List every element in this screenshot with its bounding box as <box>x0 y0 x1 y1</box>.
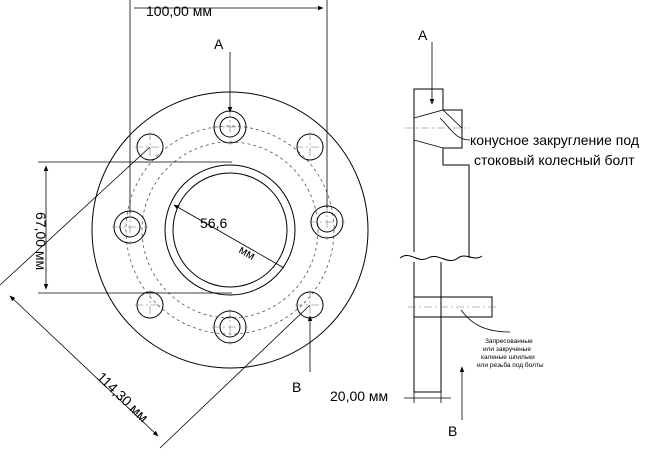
cone-note-leader <box>439 117 471 141</box>
studs-note-line2: или закрученые <box>483 346 531 353</box>
cone-bottom <box>413 139 444 149</box>
side-profile-lower <box>413 262 442 393</box>
studs-note-line1: Запресованные <box>485 338 533 345</box>
section-a-letter: A <box>214 36 224 52</box>
dim-20-label: 20,00 мм <box>330 388 388 404</box>
bolt-hole-top <box>212 109 248 145</box>
bolt-hole-lower-left <box>135 290 165 320</box>
cone-top <box>413 109 463 129</box>
bolt-hole-right <box>309 204 345 240</box>
bore-dim-value: 56,6 <box>200 215 227 231</box>
dim-100-label: 100,00 мм <box>146 3 212 19</box>
side-b-letter: B <box>448 423 457 439</box>
cone-note-line1: конусное закругление под <box>470 132 639 148</box>
dim-114-ext-1 <box>0 146 151 286</box>
bore-dim-line <box>173 204 285 269</box>
pcd-dashed-outer <box>125 125 335 335</box>
dim-114-label: 114,30 мм <box>94 369 152 426</box>
studs-note-line4: или резьба под болты <box>477 361 544 369</box>
hub-bore-outer <box>164 164 296 296</box>
bolt-hole-upper-right <box>295 132 325 162</box>
cone-note-line2: стоковый колесный болт <box>474 152 635 168</box>
studs-note-line3: каленые шпильки <box>481 354 535 361</box>
front-view: 100,00 мм 67,00 мм 114,30 мм 56,6 мм A B <box>0 0 369 449</box>
side-a-letter: A <box>418 27 428 43</box>
side-profile-upper <box>413 88 470 258</box>
pcd-dashed-inner <box>141 141 319 319</box>
dim-67-label: 67,00 мм <box>33 212 49 270</box>
bolt-hole-upper-left <box>135 132 165 162</box>
side-view: A 20,00 мм B конусное закругление под ст… <box>330 27 639 439</box>
hub-bore-inner <box>172 172 288 288</box>
bolt-hole-bottom <box>212 309 248 345</box>
dim-114-ext-2 <box>159 304 311 449</box>
section-b-letter: B <box>292 379 301 395</box>
studs-note-leader <box>460 309 511 333</box>
bore-dim-unit: мм <box>237 242 258 262</box>
break-line <box>399 254 483 262</box>
dim-114-line <box>9 295 159 437</box>
